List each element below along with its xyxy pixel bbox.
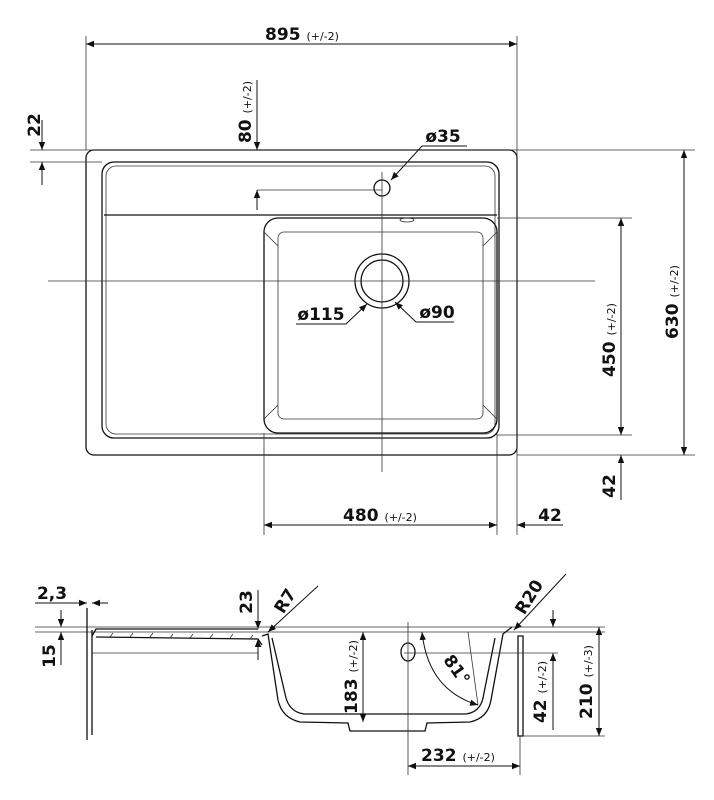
label-overflow-height: 42 (+/-2) xyxy=(531,661,551,723)
top-view: 895 (+/-2) 22 80 (+/-2) ø35 ø115 ø90 630… xyxy=(25,25,695,535)
drainboard-section xyxy=(91,628,263,646)
label-bowl-depth: 450 (+/-2) xyxy=(600,303,620,377)
label-drain-inner: ø90 xyxy=(419,303,455,323)
label-rim: 22 xyxy=(25,113,45,137)
label-side-margin: 42 xyxy=(538,506,562,526)
bowl-outline xyxy=(263,217,498,434)
label-width: 895 (+/-2) xyxy=(265,25,339,45)
left-cabinet-wall xyxy=(86,608,93,740)
label-bowl-width: 480 (+/-2) xyxy=(343,506,417,526)
overflow-hole xyxy=(399,217,415,223)
label-angle: 81° xyxy=(439,651,474,689)
label-thickness: 15 xyxy=(40,644,60,668)
section-view: 2,3 15 23 R7 R20 183 (+/-2) 81° 42 (+/-2… xyxy=(35,573,605,775)
label-drain-outer: ø115 xyxy=(297,305,344,325)
right-cabinet-wall xyxy=(517,635,524,737)
sink-rim xyxy=(101,161,500,439)
label-back-margin: 42 xyxy=(600,474,620,498)
label-total-height: 210 (+/-3) xyxy=(577,645,597,719)
label-depth: 630 (+/-2) xyxy=(663,265,683,339)
label-edge: 2,3 xyxy=(37,584,67,604)
bowl-section-inner xyxy=(271,637,496,715)
label-bowl-height: 183 (+/-2) xyxy=(342,640,362,714)
label-tap-offset: 80 (+/-2) xyxy=(236,81,256,143)
bowl-inner xyxy=(277,231,484,420)
label-radius-small: R7 xyxy=(271,585,301,617)
bowl-section-outer xyxy=(261,626,513,732)
label-tap-hole: ø35 xyxy=(425,127,460,147)
label-offset: 232 (+/-2) xyxy=(421,746,495,766)
label-radius-large: R20 xyxy=(512,576,549,618)
label-drainboard-step: 23 xyxy=(237,590,257,614)
